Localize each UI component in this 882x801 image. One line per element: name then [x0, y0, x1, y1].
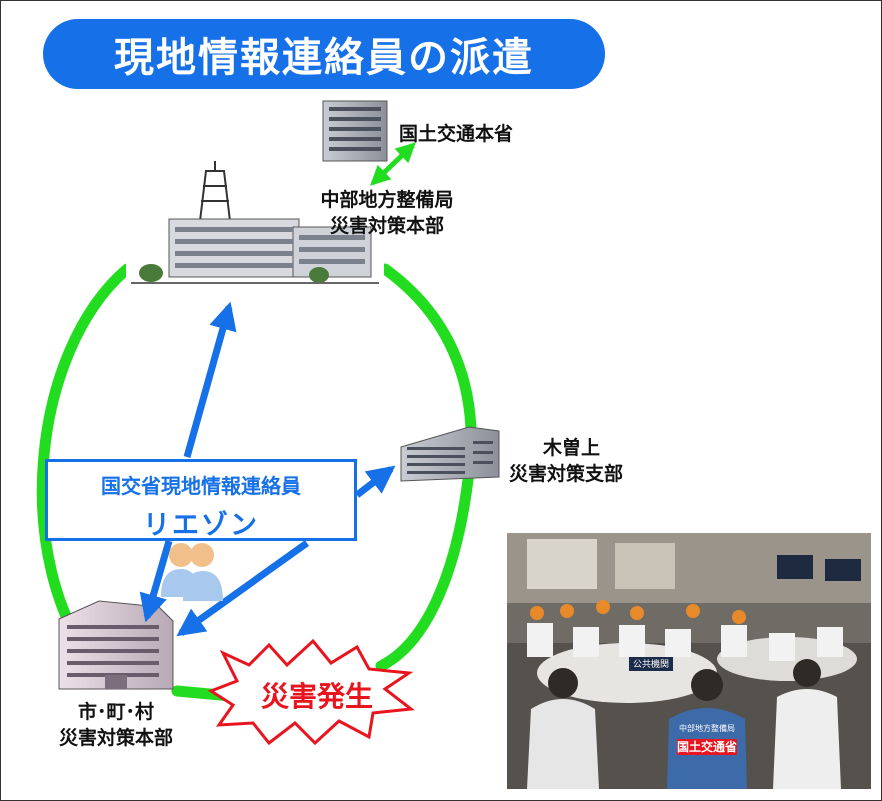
- liaison-name: リエゾン: [143, 510, 259, 541]
- liaison-people-icon: [161, 543, 223, 601]
- operations-room-photo: 国土交通省 中部地方整備局 公共機関: [507, 533, 871, 789]
- ministry-building-icon: [322, 100, 388, 162]
- municipality-label-line1: 市･町･村: [77, 701, 154, 723]
- title-banner: 現地情報連絡員の派遣: [43, 19, 605, 89]
- branch-label-line2: 災害対策支部: [509, 463, 624, 485]
- page-title: 現地情報連絡員の派遣: [114, 35, 534, 81]
- municipality-label-line2: 災害対策本部: [58, 727, 173, 749]
- disaster-label: 災害発生: [260, 680, 373, 713]
- arrow-to-municipality-b: [176, 540, 310, 637]
- photo-graphic: 国土交通省 中部地方整備局 公共機関: [507, 533, 871, 789]
- arrow-to-municipality-a: [139, 540, 173, 623]
- branch-label: 木曽上 災害対策支部: [509, 435, 623, 487]
- arrow-to-branch: [354, 465, 396, 498]
- hq-building-icon: [126, 161, 384, 289]
- municipality-label: 市･町･村 災害対策本部: [41, 699, 191, 751]
- municipality-building-icon: [58, 600, 174, 690]
- vest-small-text: 中部地方整備局: [679, 723, 735, 733]
- branch-label-line1: 木曽上: [543, 437, 601, 459]
- liaison-box: 国交省現地情報連絡員 リエゾン: [45, 459, 357, 541]
- vest-text: 国土交通省: [677, 739, 737, 754]
- disaster-burst: [207, 638, 415, 746]
- regional-bureau-label-line1: 中部地方整備局: [320, 189, 454, 211]
- ministry-hq-link: [370, 142, 416, 186]
- branch-building-icon: [400, 426, 500, 482]
- desk-sign-text: 公共機関: [633, 658, 669, 670]
- arrow-to-hq: [183, 301, 237, 458]
- regional-bureau-label-line2: 災害対策本部: [329, 215, 444, 237]
- ministry-label: 国土交通本省: [399, 123, 514, 145]
- liaison-title: 国交省現地情報連絡員: [101, 474, 301, 498]
- regional-bureau-label: 中部地方整備局 災害対策本部: [297, 187, 477, 239]
